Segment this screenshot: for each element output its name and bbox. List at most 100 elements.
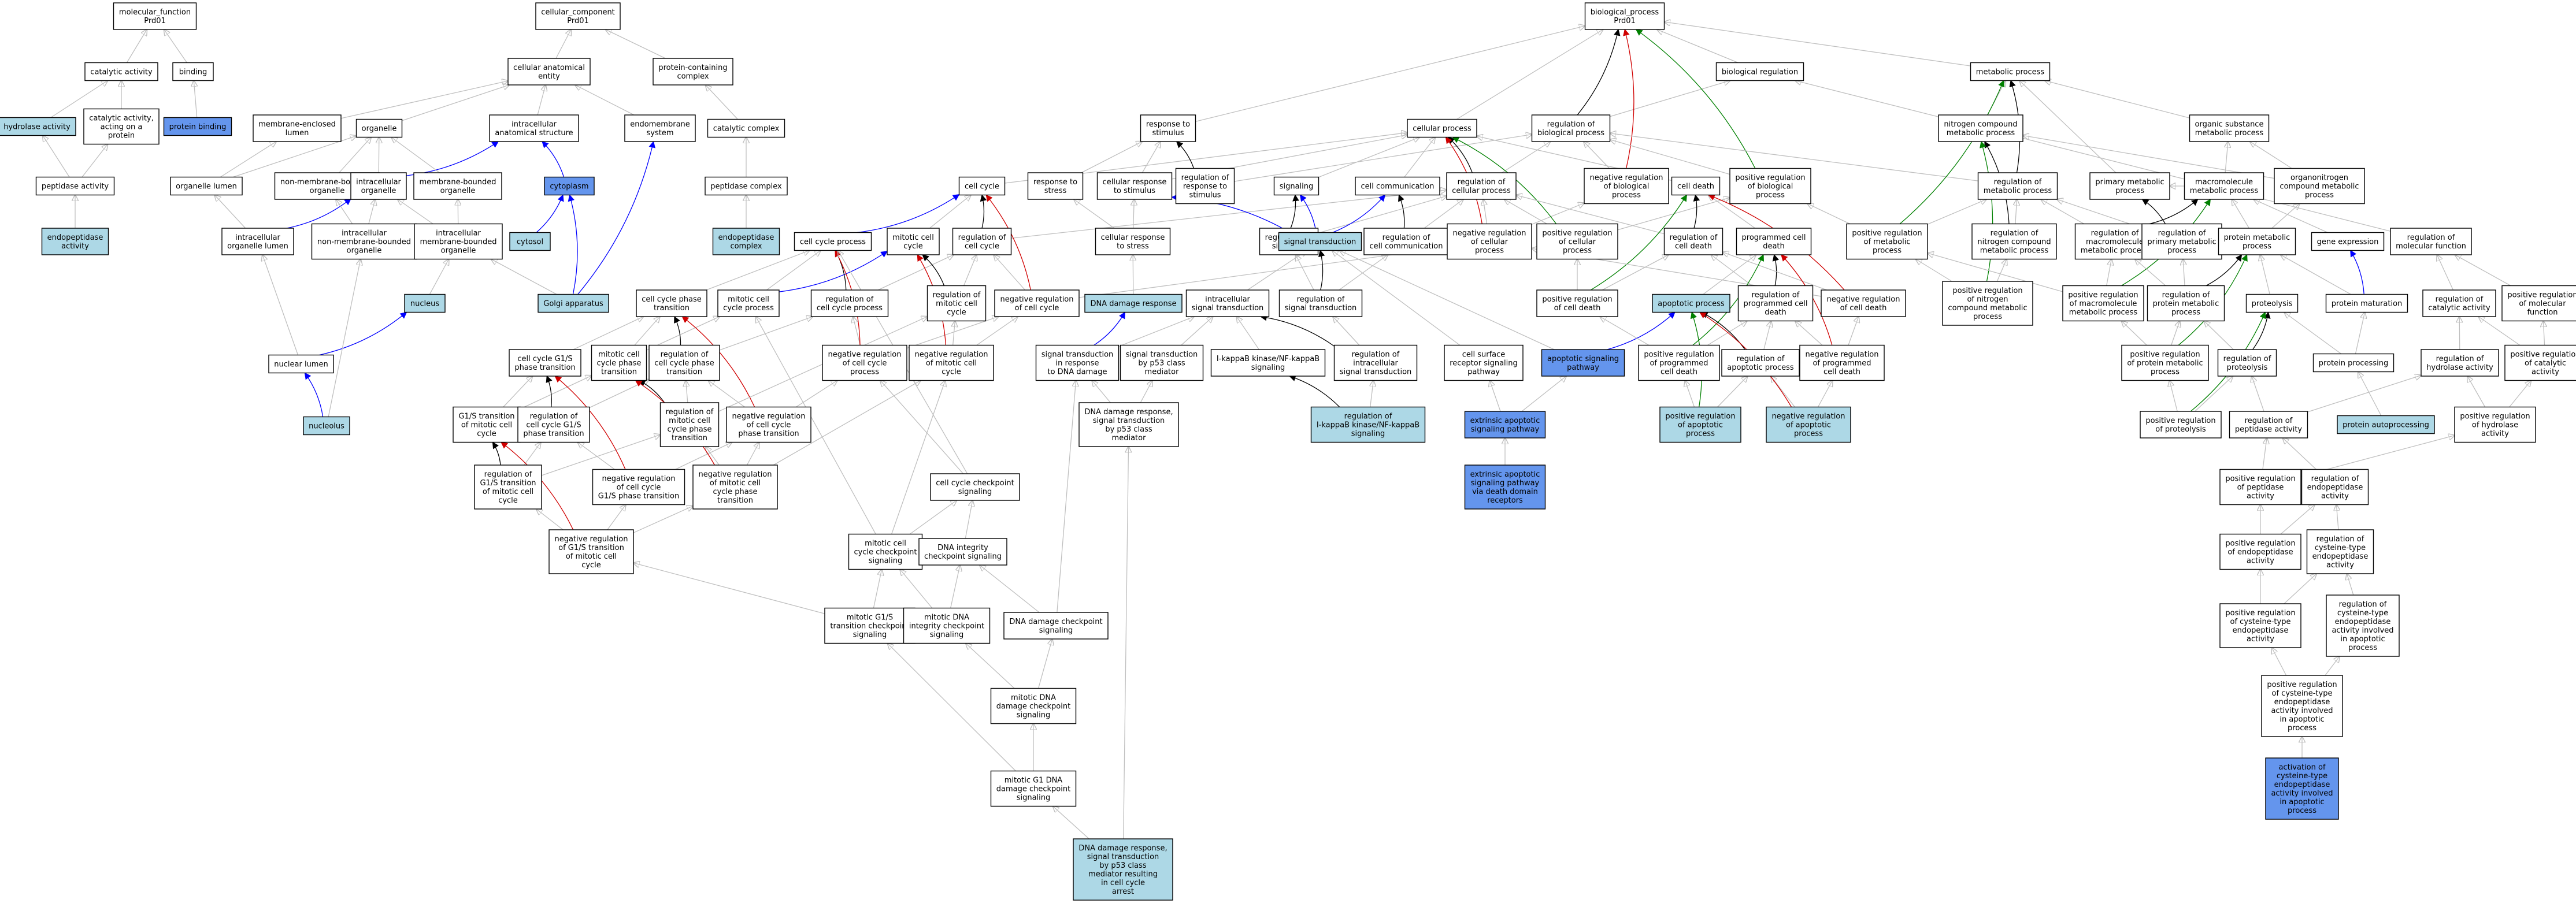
go-term-node[interactable]: metabolic process bbox=[1970, 62, 2051, 81]
go-term-node[interactable]: catalytic complex bbox=[707, 118, 785, 138]
go-term-node[interactable]: nuclear lumen bbox=[268, 354, 334, 374]
go-term-node[interactable]: organelle lumen bbox=[170, 176, 243, 196]
go-term-node[interactable]: cell death bbox=[1671, 176, 1721, 196]
go-term-node[interactable]: cellular process bbox=[1407, 118, 1477, 138]
go-term-node[interactable]: nucleus bbox=[404, 293, 446, 313]
go-term-node[interactable]: protein binding bbox=[163, 117, 232, 136]
go-term-node[interactable]: DNA damage response bbox=[1084, 293, 1183, 313]
go-term-node[interactable]: biological regulation bbox=[1715, 62, 1804, 81]
go-term-node[interactable]: apoptotic process bbox=[1652, 293, 1730, 313]
go-term-node[interactable]: cell cycle bbox=[958, 176, 1006, 196]
go-term-node[interactable]: protein maturation bbox=[2325, 293, 2408, 313]
go-term-node[interactable]: signaling bbox=[1273, 176, 1319, 196]
go-term-node[interactable]: gene expression bbox=[2311, 232, 2385, 251]
go-term-node[interactable]: organelle bbox=[355, 118, 403, 138]
go-term-node[interactable]: protein processing bbox=[2312, 353, 2395, 373]
go-term-node[interactable]: catalytic activity bbox=[84, 62, 158, 81]
go-term-node[interactable]: Golgi apparatus bbox=[538, 293, 609, 313]
go-term-node[interactable]: binding bbox=[172, 62, 214, 81]
go-term-node[interactable]: cell cycle process bbox=[794, 232, 872, 251]
go-term-node[interactable]: signal transduction bbox=[1278, 232, 1362, 251]
go-term-node[interactable]: peptidase complex bbox=[705, 176, 788, 196]
go-term-node[interactable]: peptidase activity bbox=[35, 176, 115, 196]
go-term-node[interactable]: hydrolase activity bbox=[0, 117, 76, 136]
